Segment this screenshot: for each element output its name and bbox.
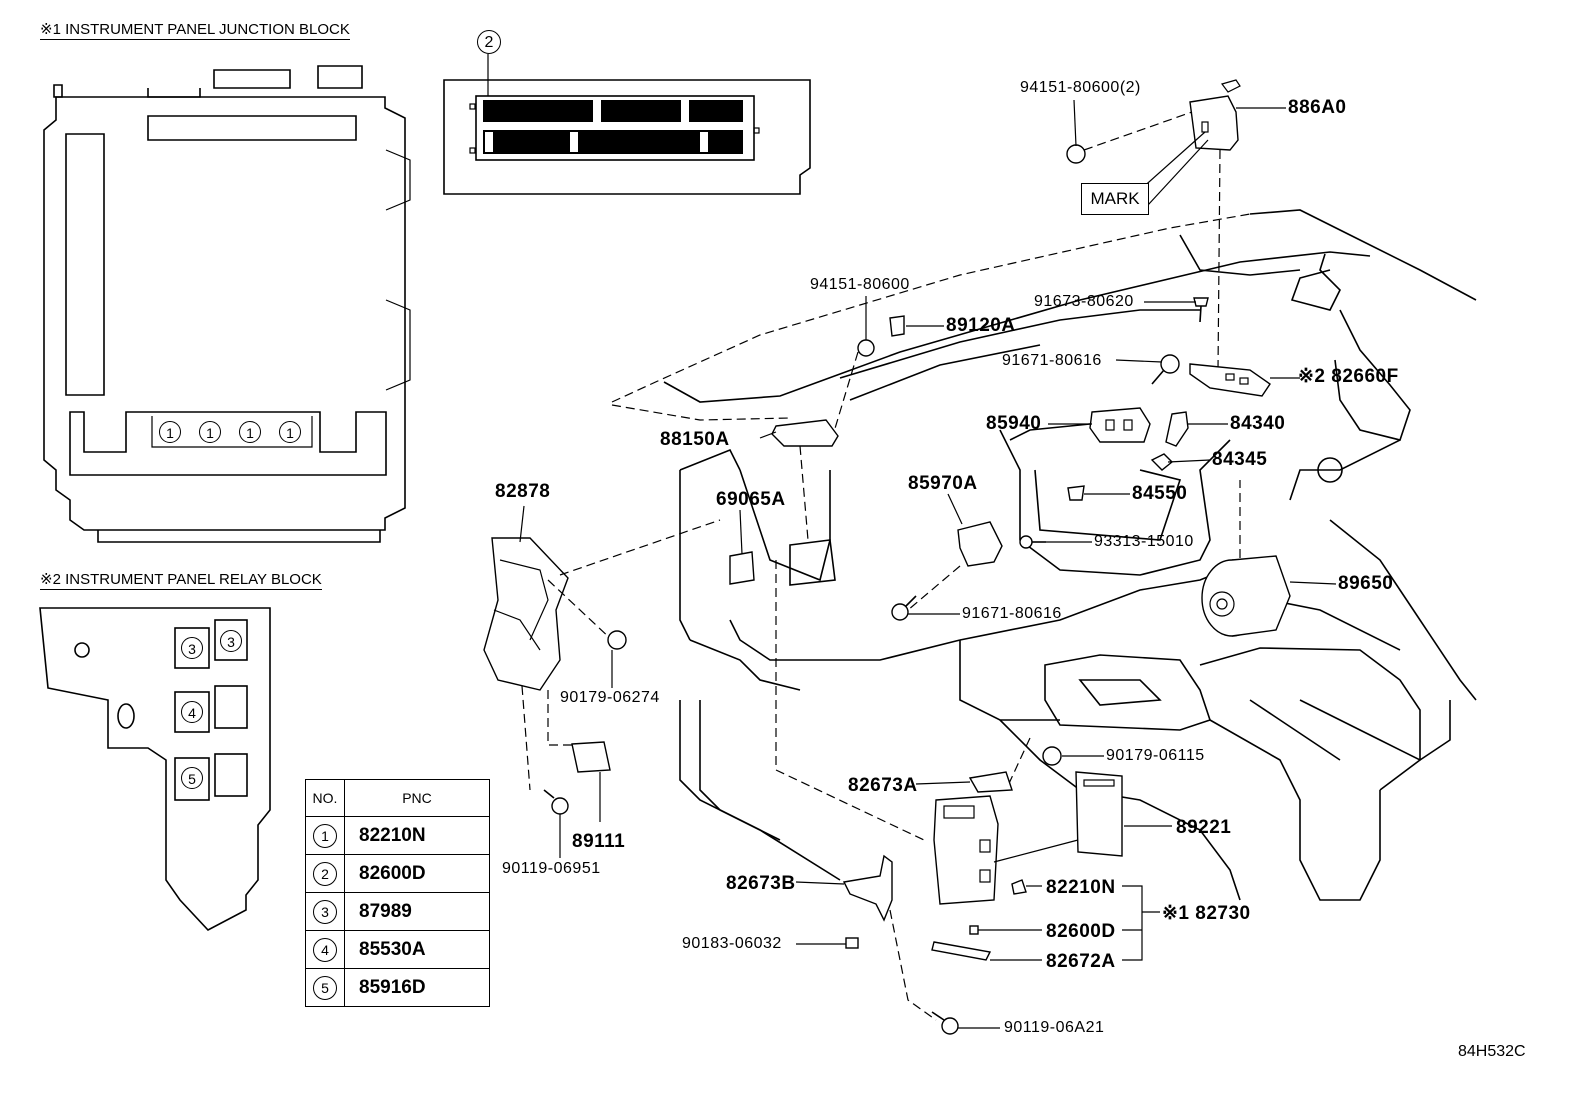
junction-callout-3: 1 (239, 421, 261, 443)
label-94151-80600-2: 94151-80600(2) (1020, 79, 1141, 96)
row-pnc: 85916D (344, 968, 490, 1007)
label-82600D: 82600D (1046, 921, 1116, 942)
label-82673B: 82673B (726, 873, 796, 894)
label-91671-80616-upper: 91671-80616 (1002, 352, 1102, 369)
mark-label: MARK (1081, 183, 1149, 215)
label-90119-06A21: 90119-06A21 (1004, 1019, 1105, 1036)
row-number: 4 (313, 937, 337, 962)
label-89120A: 89120A (946, 315, 1016, 336)
row-number: 3 (313, 899, 337, 924)
table-row: 1 82210N (305, 816, 490, 855)
fuse-block-callout: 2 (477, 30, 501, 54)
table-row: 2 82600D (305, 854, 490, 893)
label-82878: 82878 (495, 481, 551, 502)
relay-block-drawing (39, 607, 271, 931)
label-82673A: 82673A (848, 775, 918, 796)
label-82730: ※1 82730 (1162, 903, 1251, 924)
small-parts-drawing (483, 79, 1291, 1035)
row-pnc: 85530A (344, 930, 490, 969)
diagram-code: 84H532C (1458, 1043, 1526, 1060)
label-90119-06951: 90119-06951 (502, 860, 601, 877)
relay-callout-2: 3 (220, 630, 242, 652)
label-90179-06274: 90179-06274 (560, 689, 660, 706)
label-89111: 89111 (572, 831, 626, 852)
label-90183-06032: 90183-06032 (682, 935, 782, 952)
relay-block-title: ※2 INSTRUMENT PANEL RELAY BLOCK (40, 571, 322, 590)
label-89221: 89221 (1176, 817, 1232, 838)
row-number: 5 (313, 975, 337, 1000)
leader-lines (519, 99, 1337, 1029)
junction-callout-4: 1 (279, 421, 301, 443)
junction-callout-1: 1 (159, 421, 181, 443)
label-91673-80620: 91673-80620 (1034, 293, 1134, 310)
label-94151-80600: 94151-80600 (810, 276, 910, 293)
table-row: 5 85916D (305, 968, 490, 1007)
table-row: 3 87989 (305, 892, 490, 931)
header-pnc: PNC (344, 779, 490, 817)
label-84345: 84345 (1212, 449, 1268, 470)
pnc-table-header: NO. PNC (305, 779, 490, 817)
relay-callout-1: 3 (181, 637, 203, 659)
table-row: 4 85530A (305, 930, 490, 969)
label-85940: 85940 (986, 413, 1042, 434)
row-number: 1 (313, 823, 337, 848)
relay-callout-3: 4 (181, 701, 203, 723)
label-93313-15010: 93313-15010 (1094, 533, 1194, 550)
label-82210N: 82210N (1046, 877, 1116, 898)
label-85970A: 85970A (908, 473, 978, 494)
label-82672A: 82672A (1046, 951, 1116, 972)
junction-block-drawing (43, 65, 411, 543)
label-886A0: 886A0 (1288, 97, 1347, 118)
row-pnc: 87989 (344, 892, 490, 931)
junction-block-title: ※1 INSTRUMENT PANEL JUNCTION BLOCK (40, 21, 350, 40)
junction-callout-2: 1 (199, 421, 221, 443)
row-pnc: 82210N (344, 816, 490, 855)
header-no: NO. (305, 779, 345, 817)
row-number: 2 (313, 861, 337, 886)
pnc-table: NO. PNC 1 82210N 2 82600D 3 87989 4 8553… (305, 779, 490, 1007)
label-91671-80616-lower: 91671-80616 (962, 605, 1062, 622)
label-88150A: 88150A (660, 429, 730, 450)
label-84340: 84340 (1230, 413, 1286, 434)
fuse-block-drawing (443, 54, 811, 195)
row-pnc: 82600D (344, 854, 490, 893)
label-84550: 84550 (1132, 483, 1188, 504)
label-82660F: ※2 82660F (1298, 366, 1399, 387)
label-90179-06115: 90179-06115 (1106, 747, 1205, 764)
relay-callout-4: 5 (181, 767, 203, 789)
label-69065A: 69065A (716, 489, 786, 510)
label-89650: 89650 (1338, 573, 1394, 594)
